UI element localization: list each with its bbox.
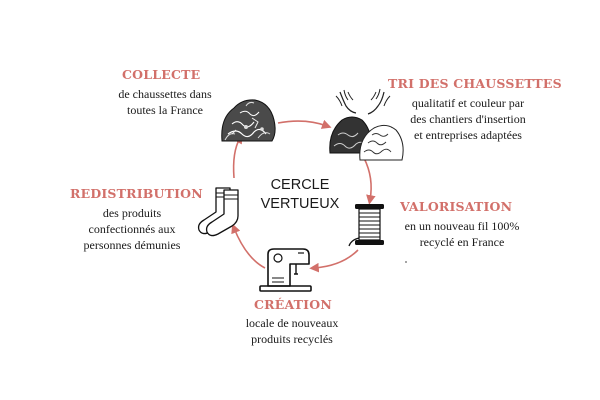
sorting-hands-icon bbox=[329, 88, 404, 161]
step-desc-tri: qualitatif et couleur par des chantiers … bbox=[393, 95, 543, 143]
step-title-valorisation: VALORISATION bbox=[400, 199, 513, 214]
step-desc-redistribution: des produits confectionnés aux personnes… bbox=[74, 205, 190, 253]
arrow-valorisation-to-creation bbox=[309, 249, 359, 273]
socks-icon bbox=[197, 187, 239, 237]
stray-dot bbox=[405, 261, 407, 263]
arrow-collecte-to-tri bbox=[277, 119, 332, 129]
step-title-collecte: COLLECTE bbox=[122, 67, 201, 82]
step-desc-line: confectionnés aux bbox=[88, 222, 176, 236]
step-desc-line: recyclé en France bbox=[419, 235, 505, 249]
step-title-redistribution: REDISTRIBUTION bbox=[70, 186, 203, 201]
step-desc-line: locale de nouveaux bbox=[245, 316, 339, 330]
center-title: CERCLE VERTUEUX bbox=[255, 176, 345, 214]
step-desc-creation: locale de nouveaux produits recyclés bbox=[234, 315, 350, 347]
step-desc-line: qualitatif et couleur par bbox=[411, 96, 525, 110]
step-desc-line: de chaussettes dans bbox=[118, 87, 212, 101]
arrow-redistribution-to-collecte bbox=[232, 133, 243, 179]
step-desc-line: toutes la France bbox=[127, 103, 203, 117]
center-title-line1: CERCLE bbox=[270, 177, 330, 193]
center-title-line2: VERTUEUX bbox=[260, 196, 340, 212]
step-desc-collecte: de chaussettes dans toutes la France bbox=[108, 86, 222, 118]
sewing-machine-icon bbox=[259, 248, 312, 292]
step-desc-line: des chantiers d'insertion bbox=[410, 112, 526, 126]
step-desc-valorisation: en un nouveau fil 100% recyclé en France bbox=[396, 218, 528, 250]
step-desc-line: personnes démunies bbox=[83, 238, 181, 252]
step-desc-line: et entreprises adaptées bbox=[414, 128, 522, 142]
step-desc-line: produits recyclés bbox=[251, 332, 333, 346]
thread-spool-icon bbox=[348, 204, 384, 247]
step-title-creation: CRÉATION bbox=[254, 297, 332, 312]
arrow-tri-to-valorisation bbox=[363, 157, 376, 205]
step-title-tri: TRI DES CHAUSSETTES bbox=[388, 76, 562, 91]
sock-pile-icon bbox=[221, 99, 276, 142]
arrow-creation-to-redistribution bbox=[231, 223, 266, 269]
step-desc-line: des produits bbox=[102, 206, 162, 220]
step-desc-line: en un nouveau fil 100% bbox=[404, 219, 520, 233]
